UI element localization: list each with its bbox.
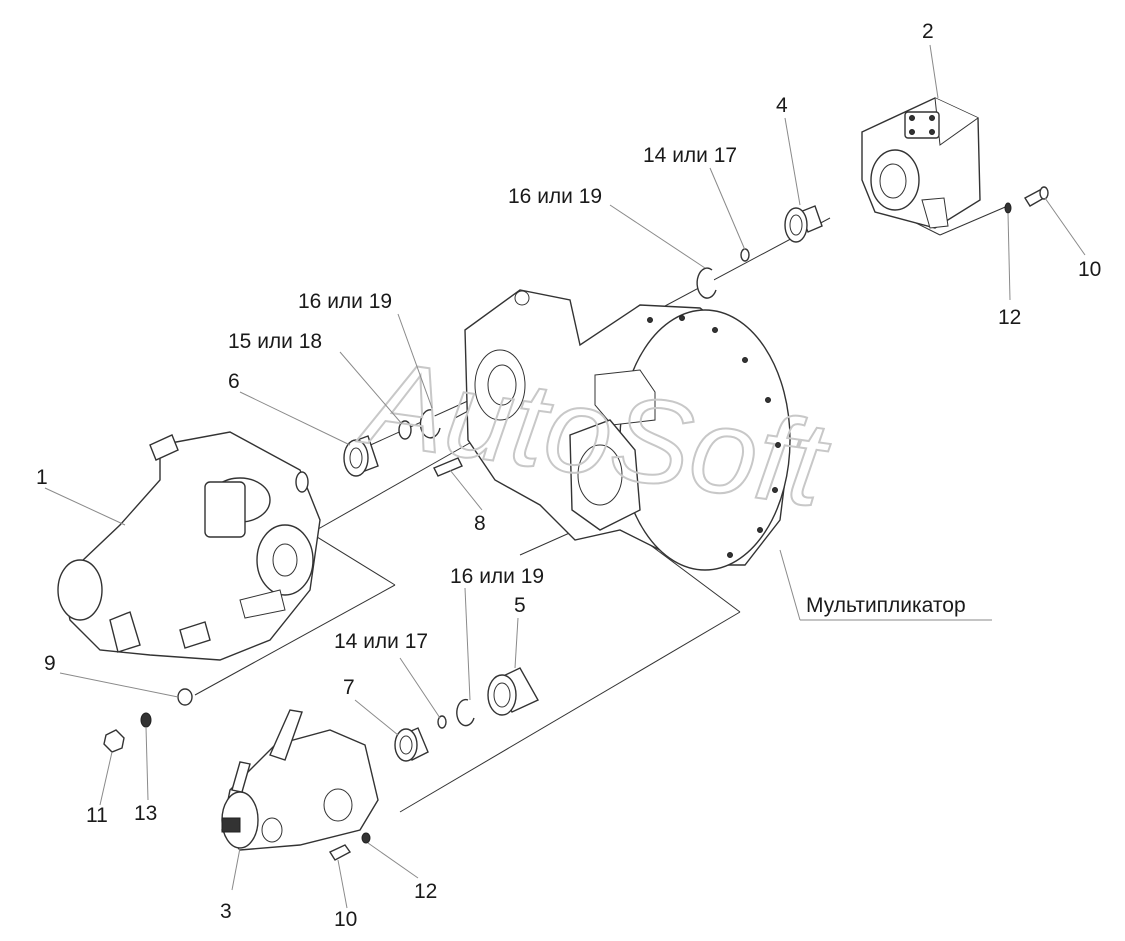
callout-8: 8 [474,512,486,535]
part-4-gear [784,205,823,243]
ring-14-low [437,715,447,729]
callout-multiplier: Мультипликатор [806,594,966,617]
callout-10-top: 10 [1078,258,1101,281]
ring-15-18 [398,420,412,440]
callout-4: 4 [776,94,788,117]
callout-1: 1 [36,466,48,489]
multiplier-gearbox [464,289,791,571]
callout-6: 6 [228,370,240,393]
part-10-bolt-low [328,844,352,861]
callout-16-low: 16 или 19 [450,565,544,588]
callout-5: 5 [514,594,526,617]
part-9-washer [177,688,193,706]
callout-13: 13 [134,802,157,825]
callout-16-mid: 16 или 19 [298,290,392,313]
part-12-washer-low [361,832,371,844]
part-13-washer [140,712,152,728]
callout-11: 11 [86,804,108,827]
leader-lines [44,44,1086,909]
part-8-shaft [433,457,463,477]
snap-ring-16-top [696,267,717,299]
part-7-gear [394,727,429,762]
callout-12-low: 12 [414,880,437,903]
part-1-pump [57,431,321,661]
callout-7: 7 [343,676,355,699]
callout-14-low: 14 или 17 [334,630,428,653]
part-3-pump [221,709,379,851]
snap-ring-16-mid [419,409,441,439]
callout-3: 3 [220,900,232,923]
callout-14-top: 14 или 17 [643,144,737,167]
ring-14-top [740,248,750,262]
part-6-bearing [343,435,379,477]
part-12-washer-top [1004,202,1012,214]
part-10-bolt-top [1024,186,1049,207]
callout-12-top: 12 [998,306,1021,329]
part-2-housing [861,97,981,229]
callout-10-low: 10 [334,908,357,931]
part-5-bearing [487,667,539,716]
part-11-nut [103,729,125,753]
snap-ring-16-low [456,698,475,727]
callout-9: 9 [44,652,56,675]
callout-15: 15 или 18 [228,330,322,353]
callout-2: 2 [922,20,934,43]
callout-16-top: 16 или 19 [508,185,602,208]
